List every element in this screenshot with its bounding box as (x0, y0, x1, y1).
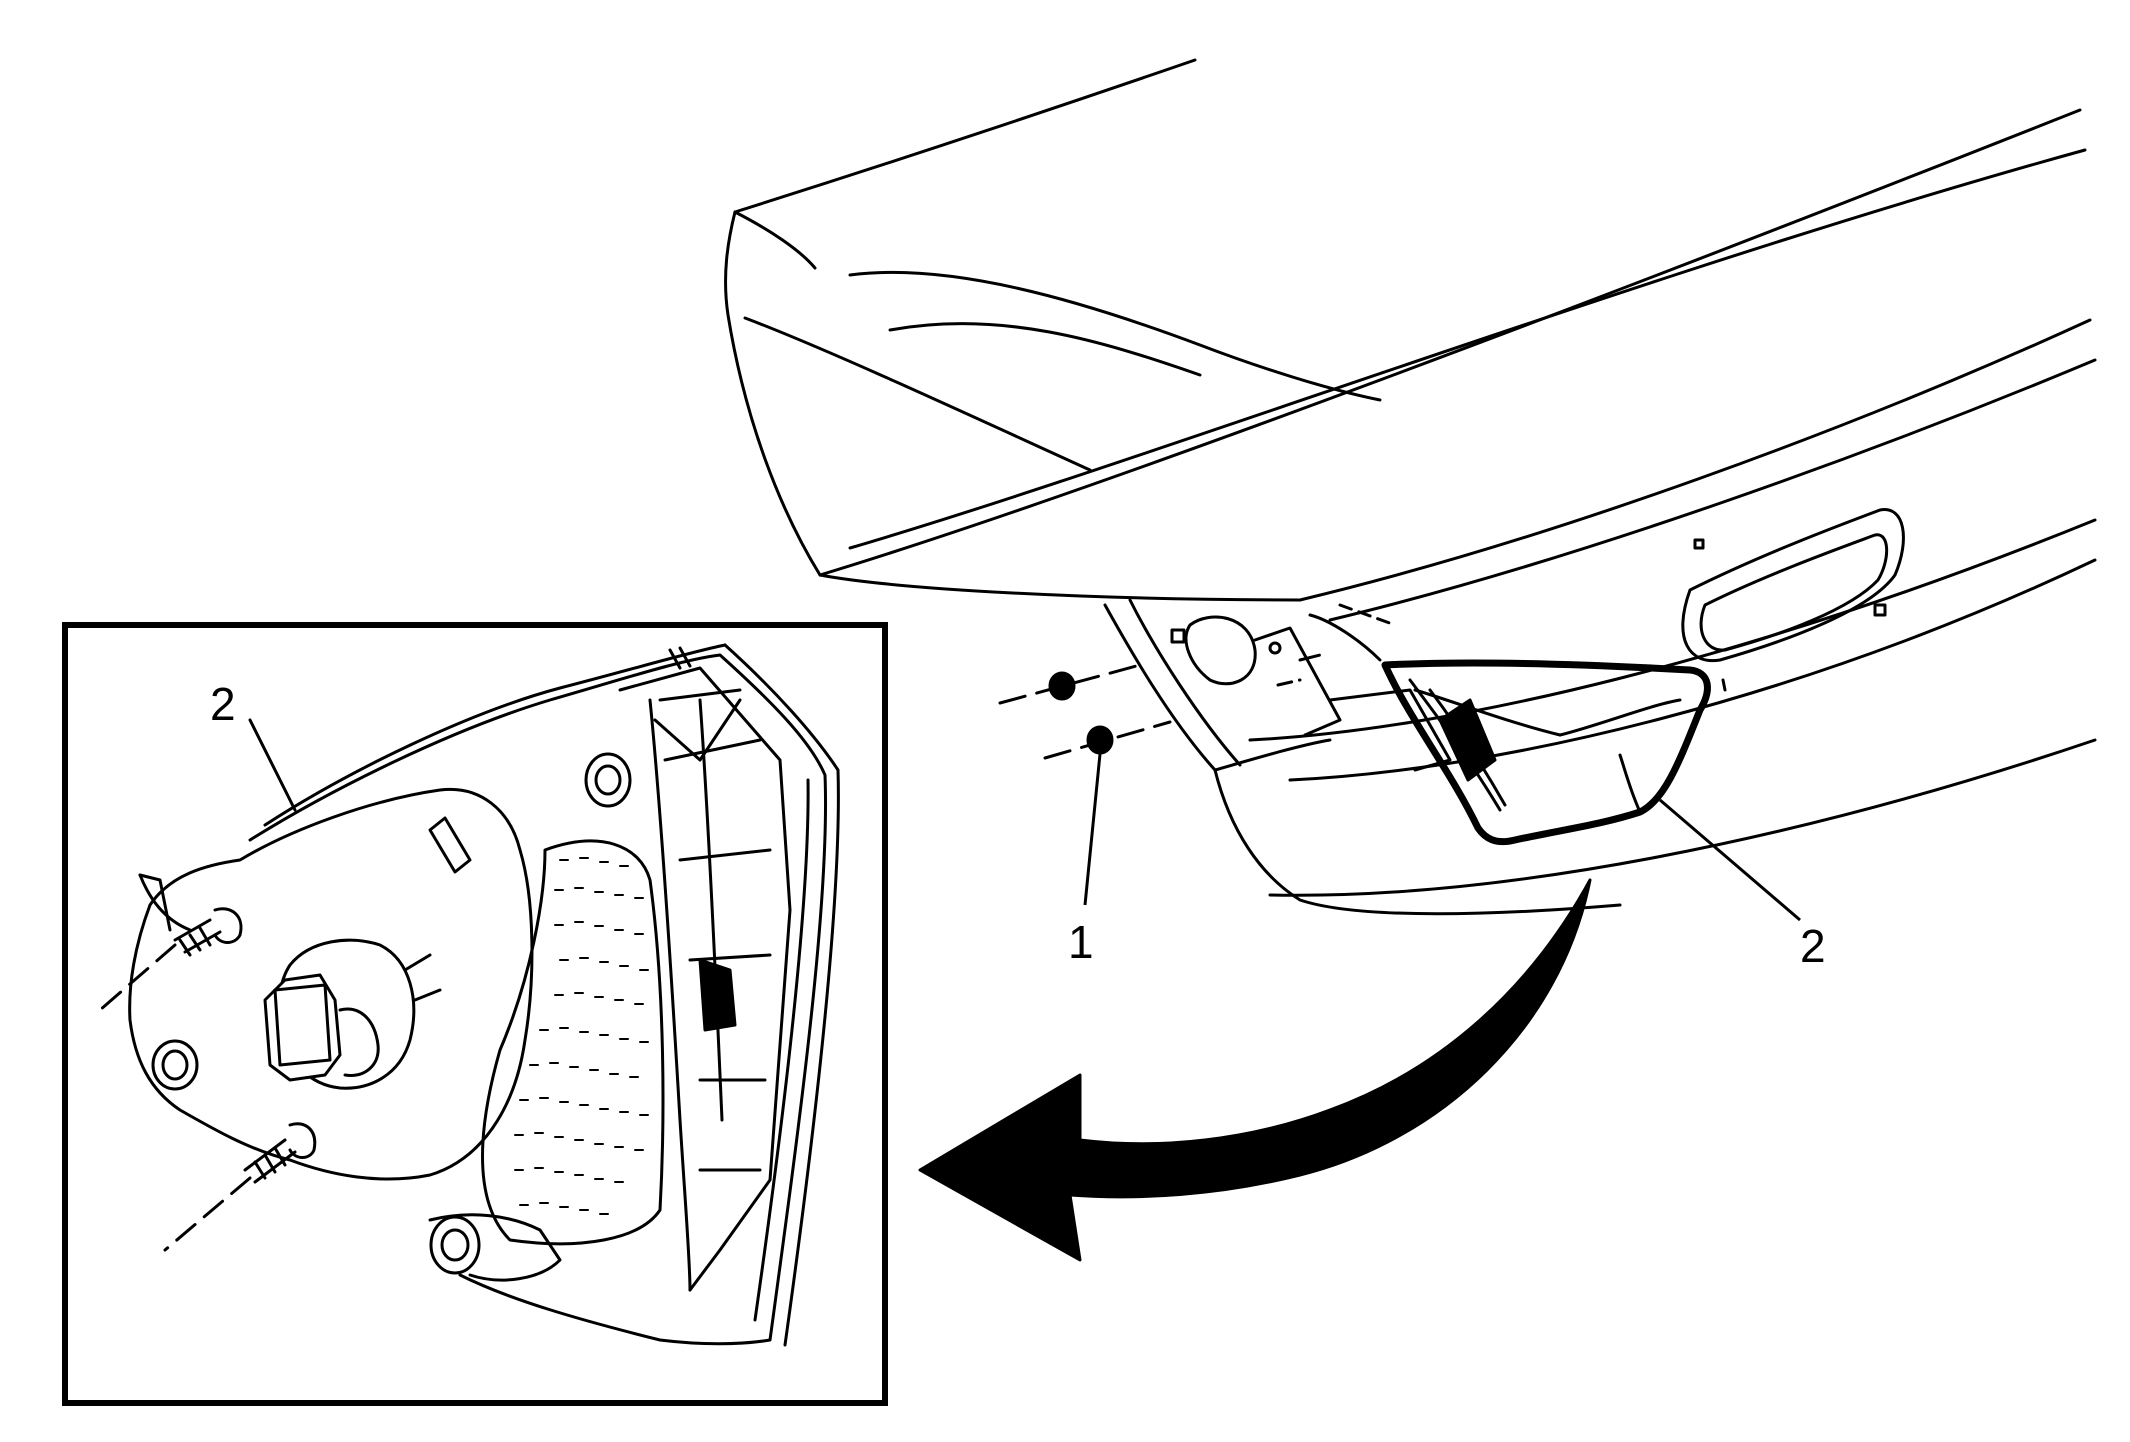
main-leader-lines (1083, 753, 1801, 922)
reflector-texture (514, 857, 649, 1215)
lamp-back-plate (128, 787, 534, 1181)
mounting-boss-middle (151, 1039, 199, 1091)
nut-upper (1048, 671, 1076, 701)
callout-1-main: 1 (1068, 916, 1094, 968)
inset-panel: 2 (62, 622, 888, 1406)
callout-2-inset: 2 (210, 678, 236, 730)
inset-border (62, 622, 888, 1406)
lamp-frame (618, 666, 792, 1292)
decklid-upper-line (818, 108, 2082, 577)
tail-lamp-rear-detail (98, 643, 840, 1347)
leader-2 (1659, 798, 1801, 922)
reflector-area (481, 839, 665, 1246)
inset-stud-lower (243, 1138, 297, 1184)
mounting-boss-upper (584, 752, 632, 808)
inset-stud-upper (173, 918, 222, 957)
stud-line-upper (998, 663, 1142, 705)
inset-leader-2 (248, 718, 297, 812)
tail-lamp-outline (1381, 659, 1711, 846)
callout-2-main: 2 (1800, 920, 1826, 972)
nut-fasteners (1048, 671, 1114, 755)
nut-lower (1086, 725, 1114, 755)
removal-direction-arrow (918, 878, 1592, 1262)
rear-fascia-lower (1248, 518, 2097, 742)
license-lamp-recess (1681, 508, 1905, 663)
leader-1 (1083, 753, 1102, 906)
electrical-connector (263, 973, 342, 1082)
lamp-housing-outer (248, 653, 828, 1346)
mounting-boss-lower (429, 1215, 481, 1275)
decklid-spoiler (733, 58, 1197, 214)
lamp-cavity (1103, 603, 1217, 772)
vehicle-rear-view (724, 58, 2097, 916)
